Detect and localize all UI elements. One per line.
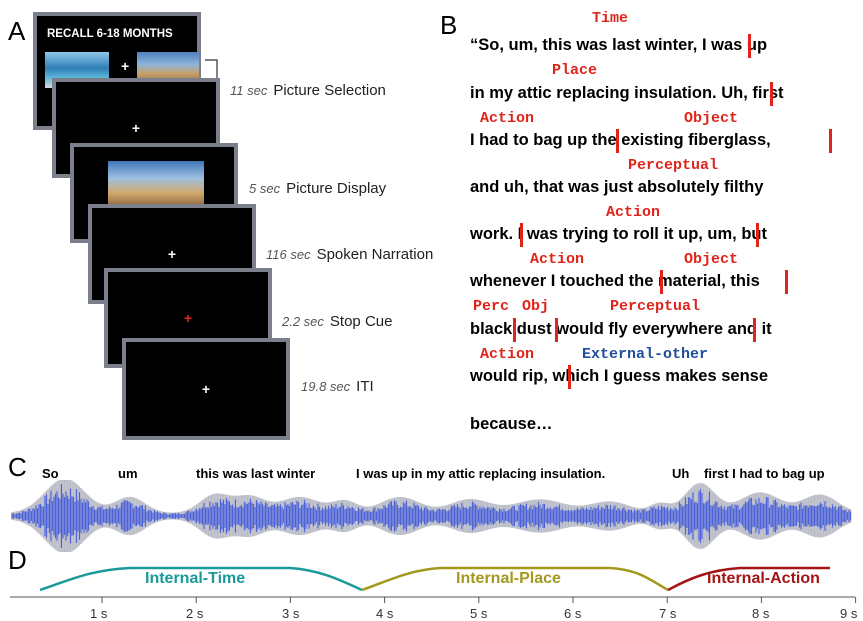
panel-label-d: D [8,545,27,575]
fixation-cross: + [167,246,177,262]
segment-boundary [785,270,788,294]
segment-boundary [568,365,571,389]
tag-perc: Perc [473,298,510,315]
narrative-line-3: I had to bag up the existing fiberglass, [470,131,771,149]
audio-waveform [11,480,852,552]
tag-time: Time [592,10,629,27]
narrative-line-7: black dust would fly everywhere and it [470,320,772,338]
tag-obj: Obj [522,298,550,315]
segment-boundary [756,223,759,247]
label-picture-display: Picture Display [286,180,387,197]
label-picture-selection: Picture Selection [273,82,386,99]
segment-boundary [660,270,663,294]
narrative-line-5: work. I was trying to roll it up, um, bu… [470,225,768,243]
tag-object: Object [684,251,739,268]
timing-picture-display: 5 sec Picture Display [249,180,386,197]
transcript-word: So [42,466,59,481]
time-tick-label: 6 s [564,606,582,621]
time-tick-label: 1 s [90,606,108,621]
curve-internal-place [361,566,669,592]
timing-spoken-narration: 116 sec Spoken Narration [266,246,433,263]
curve-internal-action [667,566,830,592]
narrative-line-9: because… [470,415,553,433]
tag-perceptual: Perceptual [628,157,719,174]
segment-boundary [520,223,523,247]
tag-action: Action [606,204,661,221]
time-tick-label: 4 s [376,606,394,621]
narrative-line-8: would rip, which I guess makes sense [470,367,769,385]
duration-stop-cue: 2.2 sec [282,314,324,329]
recall-banner: RECALL 6-18 MONTHS [47,28,173,40]
transcript-word: I was up in my attic replacing insulatio… [356,466,606,481]
transcript-word: this was last winter [196,466,316,481]
time-tick-label: 5 s [470,606,488,621]
stop-cue-cross: + [183,310,193,326]
time-tick-label: 2 s [186,606,204,621]
segment-label-internal-time: Internal-Time [145,570,246,587]
segment-boundary [513,318,516,342]
selection-plus: + [121,58,130,74]
time-tick-label: 8 s [752,606,770,621]
time-tick-label: 3 s [282,606,300,621]
tag-perceptual: Perceptual [610,298,701,315]
panel-label-b: B [440,10,458,40]
timing-iti: 19.8 sec ITI [301,378,374,395]
timing-picture-selection: 11 sec Picture Selection [230,82,386,99]
segment-boundary [770,82,773,106]
time-tick-label: 7 s [659,606,677,621]
time-tick-label: 9 s [840,606,858,621]
narrative-line-4: and uh, that was just absolutely filthy [470,178,764,196]
label-spoken-narration: Spoken Narration [316,246,434,263]
duration-iti: 19.8 sec [301,379,351,394]
tag-external-other: External-other [582,346,709,363]
tag-action: Action [480,110,535,127]
transcript-word: um [118,466,138,481]
segment-boundary [555,318,558,342]
label-stop-cue: Stop Cue [329,313,393,330]
segment-boundary [829,129,832,153]
fixation-cross: + [131,120,141,136]
segment-label-internal-place: Internal-Place [456,570,561,587]
fixation-cross: + [201,381,211,397]
transcript-word: Uh [672,466,690,481]
panel-label-a: A [8,16,26,46]
screen-iti: + [122,338,290,440]
narrative-line-1: “So, um, this was last winter, I was up [470,36,768,54]
narrative-line-2: in my attic replacing insulation. Uh, fi… [470,84,784,102]
category-timeline [10,566,857,603]
duration-spoken-narration: 116 sec [266,247,311,262]
curve-internal-time [39,566,363,592]
segment-boundary [616,129,619,153]
timing-stop-cue: 2.2 sec Stop Cue [282,313,392,330]
label-iti: ITI [356,378,374,395]
segment-boundary [753,318,756,342]
duration-picture-display: 5 sec [249,181,281,196]
segment-label-internal-action: Internal-Action [707,570,820,587]
tag-place: Place [552,62,598,79]
tag-action: Action [530,251,585,268]
narrative-line-6: whenever I touched the material, this [470,272,760,290]
tag-object: Object [684,110,739,127]
segment-boundary [748,34,751,58]
transcript-word: first I had to bag up [704,466,825,481]
panel-label-c: C [8,452,27,482]
duration-picture-selection: 11 sec [230,83,268,98]
tag-action: Action [480,346,535,363]
